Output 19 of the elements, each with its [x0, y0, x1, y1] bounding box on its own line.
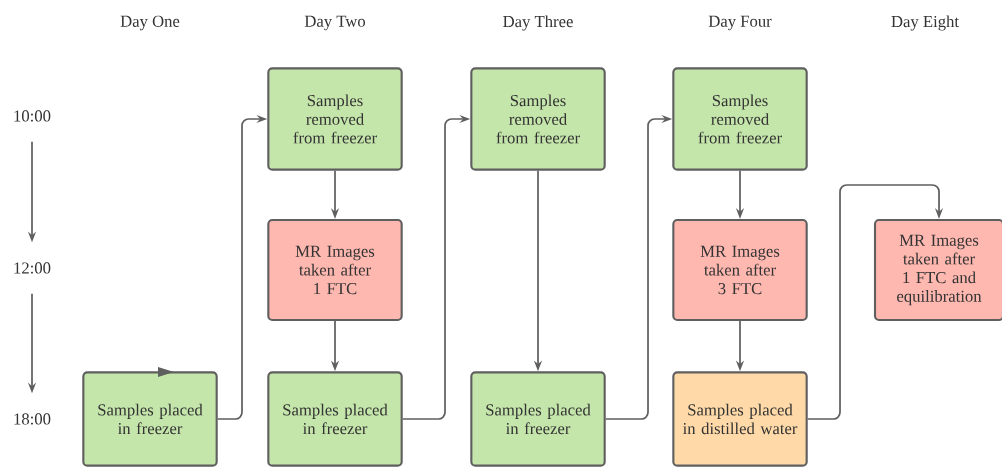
- time-label: 10:00: [14, 110, 51, 122]
- process-box: Samples placed in freezer: [267, 371, 403, 467]
- time-label: 18:00: [14, 413, 51, 425]
- process-box: Samples removed from freezer: [672, 67, 808, 171]
- process-box: Samples placed in freezer: [470, 371, 606, 467]
- process-box: Samples placed in distilled water: [672, 371, 808, 467]
- column-heading: Day Four: [708, 15, 772, 31]
- column-heading: Day Two: [304, 15, 366, 31]
- time-label: 12:00: [14, 262, 51, 274]
- column-heading: Day One: [120, 15, 180, 31]
- column-heading: Day Eight: [891, 15, 959, 31]
- process-box: MR Images taken after 1 FTC: [267, 218, 403, 322]
- column-heading: Day Three: [503, 15, 573, 31]
- process-box: MR Images taken after 3 FTC: [672, 218, 808, 322]
- process-box: Samples removed from freezer: [267, 67, 403, 171]
- arrow: [806, 184, 944, 420]
- process-box: Samples placed in freezer: [82, 371, 218, 467]
- process-box: MR Images taken after 1 FTC and equilibration: [873, 218, 1002, 322]
- process-box: Samples removed from freezer: [470, 67, 606, 171]
